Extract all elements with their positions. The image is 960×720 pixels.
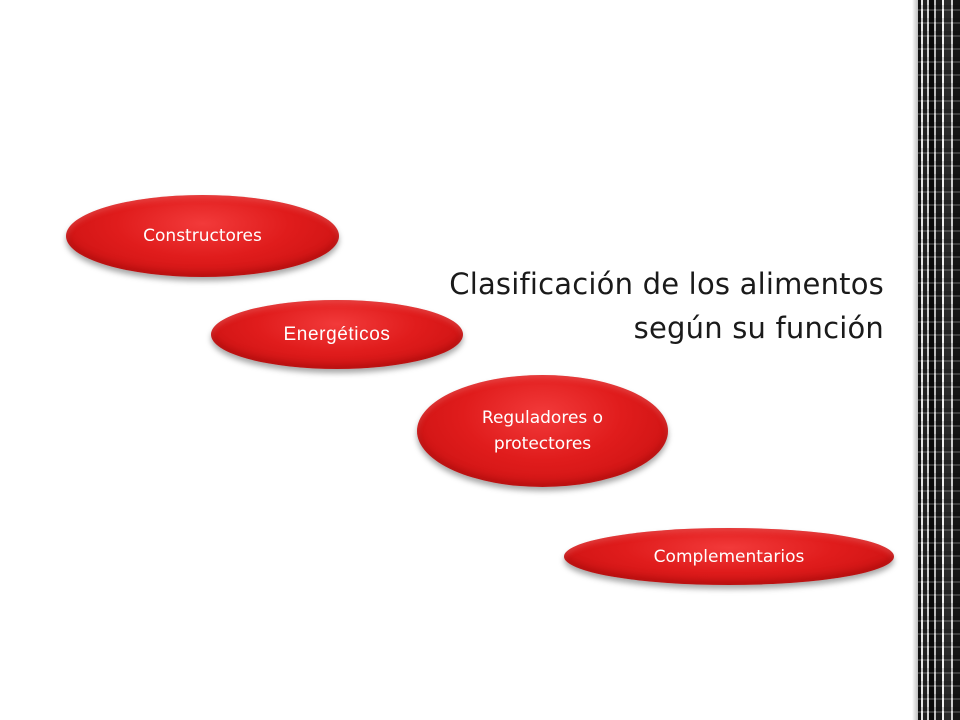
ellipse-complementarios: Complementarios [564, 528, 894, 585]
ellipse-energeticos: Energéticos [211, 300, 463, 369]
side-edge-shadow [912, 0, 918, 720]
slide-title-line2: según su función [633, 311, 884, 345]
ellipse-label-line1: Reguladores o [481, 408, 604, 428]
ellipse-reguladores: Reguladores o protectores [417, 375, 668, 487]
ellipse-constructores: Constructores [66, 195, 339, 277]
slide-title-line1: Clasificación de los alimentos [449, 267, 884, 301]
slide-title: Clasificación de los alimentos según su … [404, 262, 884, 350]
ellipse-label: Complementarios [653, 546, 805, 567]
ellipse-label: Constructores [143, 226, 262, 246]
ellipse-label: Reguladores o protectores [482, 405, 603, 457]
ellipse-label: Energéticos [283, 323, 391, 345]
ellipse-label-line2: protectores [493, 434, 592, 454]
decorative-side-border [918, 0, 960, 720]
